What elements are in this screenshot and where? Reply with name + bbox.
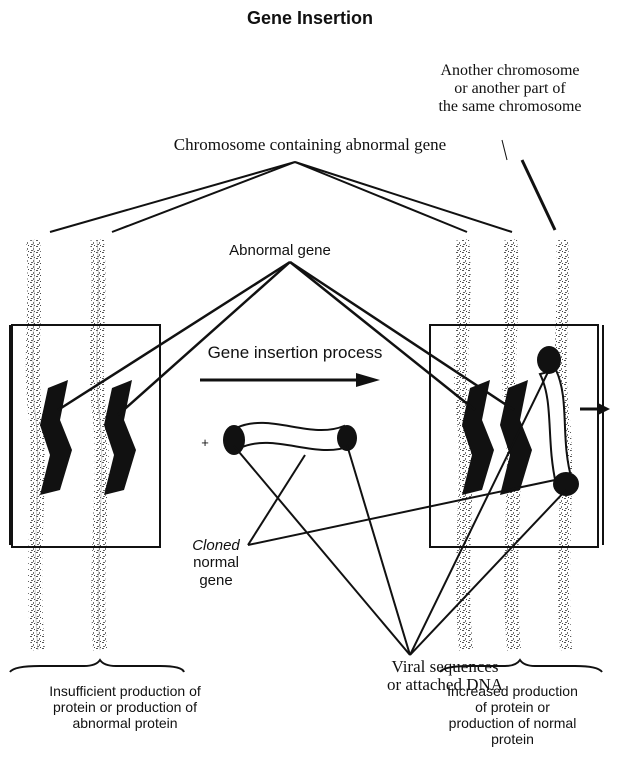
process-label: Gene insertion process	[170, 343, 420, 363]
another-chromosome-line-1: Another chromosome	[400, 62, 620, 80]
left-outcome: Insufficient production of protein or pr…	[0, 683, 250, 731]
right-outcome: Increased production of protein or produ…	[405, 683, 620, 747]
cloned-gene-label: Cloned normal gene	[166, 537, 266, 589]
right-outcome-line-3: production of normal	[405, 715, 620, 731]
another-chromosome-label: Another chromosome or another part of th…	[400, 62, 620, 116]
left-abnormal-gene-1	[40, 380, 72, 495]
left-outcome-line-1: Insufficient production of	[0, 683, 250, 699]
right-chromosome-1	[461, 240, 466, 650]
cloned-gene-shape	[223, 423, 357, 455]
left-chromosome-1	[33, 240, 38, 650]
left-abnormal-gene-2	[104, 380, 136, 495]
another-chromosome-line-3: the same chromosome	[400, 98, 620, 116]
process-arrow	[200, 373, 380, 387]
abnormal-gene-label: Abnormal gene	[200, 242, 360, 259]
chromosome-abnormal-label: Chromosome containing abnormal gene	[100, 135, 520, 155]
left-chromosome-2	[97, 240, 102, 650]
right-outcome-line-4: protein	[405, 731, 620, 747]
right-outcome-line-1: Increased production	[405, 683, 620, 699]
left-outcome-line-2: protein or production of	[0, 699, 250, 715]
left-brace	[10, 660, 184, 672]
cloned-gene-line-1: Cloned	[166, 537, 266, 554]
left-outcome-line-3: abnormal protein	[0, 715, 250, 731]
page-title: Gene Insertion	[0, 8, 620, 29]
plus-sign: +	[190, 436, 220, 451]
cloned-gene-line-3: gene	[166, 572, 266, 589]
another-chromosome-line-2: or another part of	[400, 80, 620, 98]
right-outcome-line-2: of protein or	[405, 699, 620, 715]
viral-sequences-line-1: Viral sequences	[360, 658, 530, 676]
cloned-gene-line-2: normal	[166, 554, 266, 571]
inserted-cloned-gene	[537, 346, 610, 496]
chromosome-label-pointers	[50, 162, 512, 232]
